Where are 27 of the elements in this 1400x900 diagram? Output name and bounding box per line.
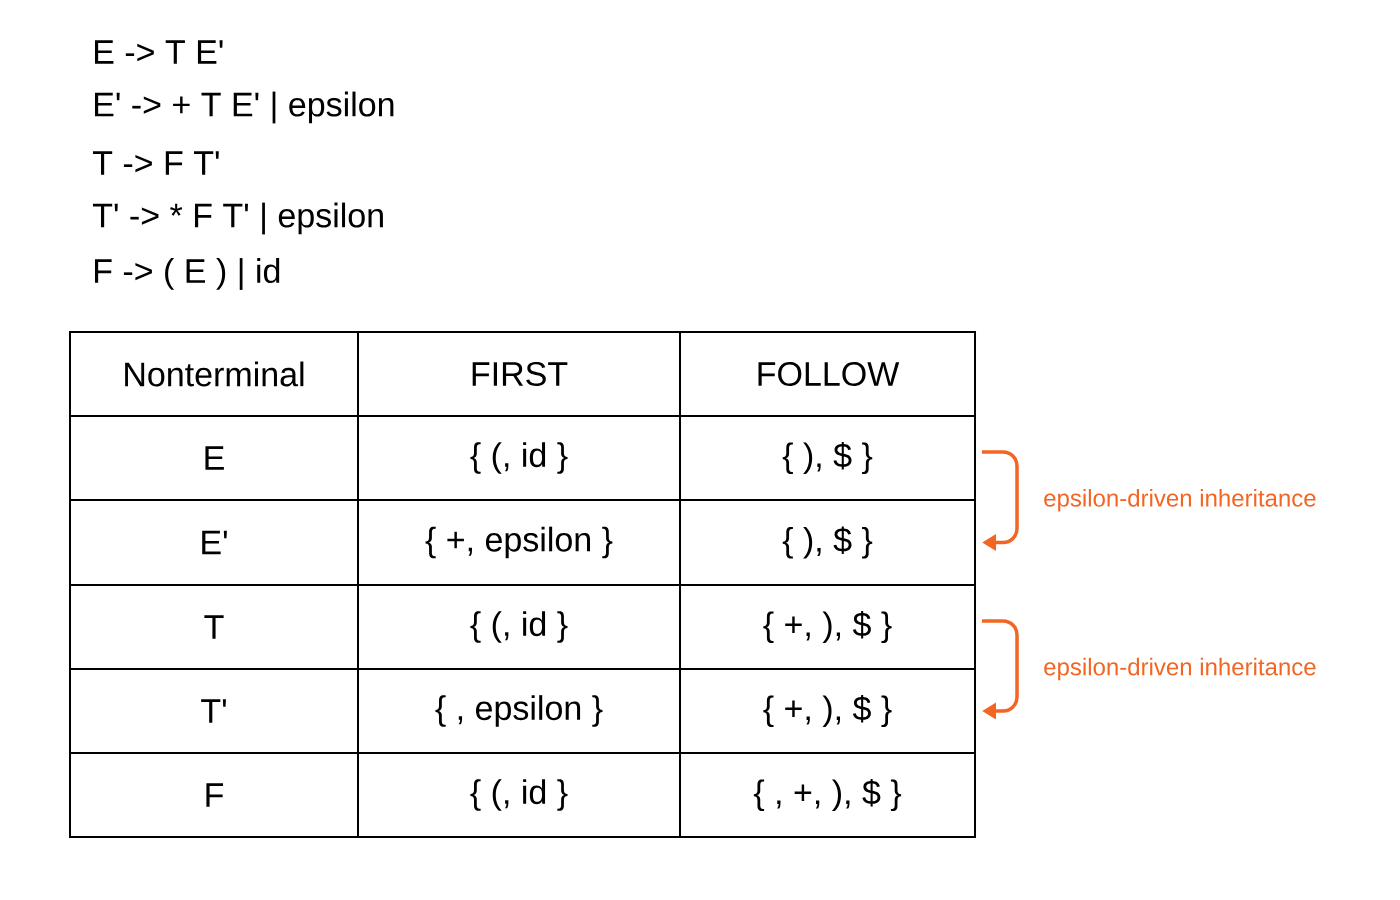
curved-arrow (982, 619, 1019, 720)
grammar-rule: T -> F T' (92, 151, 219, 175)
table-cell: E (69, 415, 359, 501)
table-cell: { (, id } (357, 752, 681, 838)
table-cell: T' (69, 668, 359, 754)
grammar-rule: E -> T E' (95, 40, 223, 64)
table-cell: E' (69, 499, 359, 586)
table-cell: { +, ), $ } (679, 668, 976, 754)
table-cell: { ), $ } (679, 499, 976, 586)
table-cell: { , epsilon } (357, 668, 681, 754)
edge-label: epsilon-driven inheritance (1044, 489, 1316, 512)
table-cell: { , +, ), $ } (679, 752, 976, 838)
curved-arrow (982, 450, 1019, 552)
header-cell: FIRST (357, 331, 681, 417)
table-cell: { +, ), $ } (679, 584, 976, 670)
edge-label: epsilon-driven inheritance (1044, 657, 1316, 681)
table-cell: F (69, 752, 359, 838)
grammar-rule: F -> ( E ) | id (95, 258, 280, 290)
table-cell: { (, id } (357, 415, 681, 501)
table-cell: T (69, 584, 359, 670)
grammar-rule: T' -> * F T' | epsilon (92, 202, 383, 235)
grammar-rule: E' -> + T E' | epsilon (95, 91, 394, 124)
header-cell: FOLLOW (679, 331, 976, 417)
table-cell: { ), $ } (679, 415, 976, 501)
table-cell: { (, id } (357, 584, 681, 670)
header-cell: Nonterminal (69, 331, 359, 417)
table-cell: { +, epsilon } (357, 499, 681, 586)
